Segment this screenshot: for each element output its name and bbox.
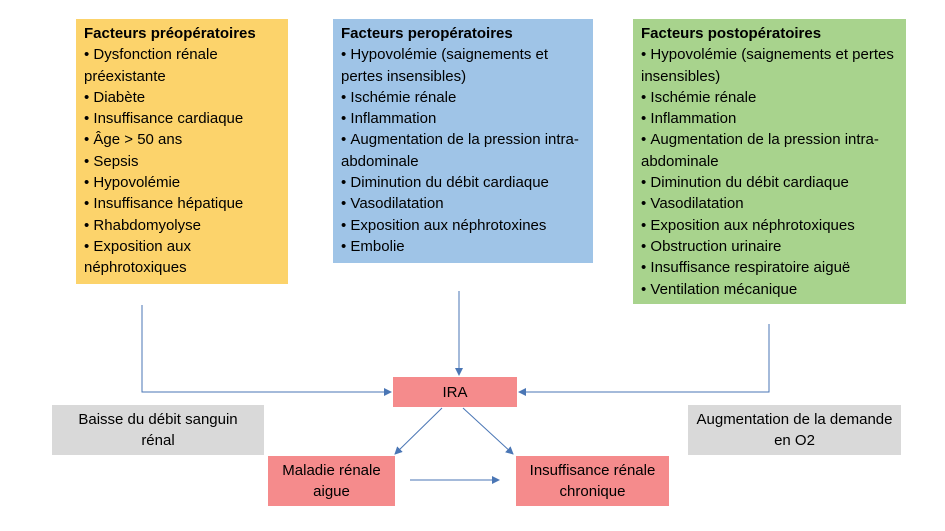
list-item: Diabète	[84, 87, 280, 108]
acute-kidney-disease-node: Maladie rénale aigue	[268, 456, 395, 506]
postop-title: Facteurs postopératoires	[641, 25, 822, 42]
list-item: Exposition aux néphrotoxiques	[641, 215, 898, 236]
list-item: Ischémie rénale	[341, 87, 585, 108]
list-item: Vasodilatation	[641, 193, 898, 214]
list-item: Augmentation de la pression intra-abdomi…	[641, 129, 898, 172]
renal-blood-flow-box: Baisse du débit sanguin rénal	[52, 405, 264, 455]
oxygen-demand-box: Augmentation de la demande en O2	[688, 405, 901, 455]
arrow-ira-to-mra	[394, 407, 443, 455]
list-item: Ventilation mécanique	[641, 279, 898, 300]
perop-list: Hypovolémie (saignements et pertes insen…	[341, 44, 585, 257]
list-item: Inflammation	[341, 108, 585, 129]
arrow-postop-to-ira	[518, 324, 770, 396]
arrow-preop-to-ira	[141, 305, 392, 396]
list-item: Exposition aux néphrotoxiques	[84, 236, 280, 279]
arrow-ira-to-irc	[462, 407, 514, 455]
list-item: Insuffisance hépatique	[84, 193, 280, 214]
preop-list: Dysfonction rénale préexistante Diabète …	[84, 44, 280, 278]
list-item: Exposition aux néphrotoxines	[341, 215, 585, 236]
list-item: Sepsis	[84, 151, 280, 172]
list-item: Insuffisance respiratoire aiguë	[641, 257, 898, 278]
list-item: Vasodilatation	[341, 193, 585, 214]
list-item: Diminution du débit cardiaque	[341, 172, 585, 193]
chronic-kidney-failure-node: Insuffisance rénale chronique	[516, 456, 669, 506]
ira-node: IRA	[393, 377, 517, 407]
postop-list: Hypovolémie (saignements et pertes insen…	[641, 44, 898, 300]
perop-title: Facteurs peropératoires	[341, 25, 513, 42]
list-item: Hypovolémie (saignements et pertes insen…	[641, 44, 898, 87]
list-item: Augmentation de la pression intra-abdomi…	[341, 129, 585, 172]
list-item: Inflammation	[641, 108, 898, 129]
list-item: Rhabdomyolyse	[84, 215, 280, 236]
list-item: Hypovolémie (saignements et pertes insen…	[341, 44, 585, 87]
list-item: Insuffisance cardiaque	[84, 108, 280, 129]
list-item: Embolie	[341, 236, 585, 257]
list-item: Obstruction urinaire	[641, 236, 898, 257]
list-item: Diminution du débit cardiaque	[641, 172, 898, 193]
perop-factors-box: Facteurs peropératoires Hypovolémie (sai…	[333, 19, 593, 263]
list-item: Ischémie rénale	[641, 87, 898, 108]
preop-title: Facteurs préopératoires	[84, 25, 256, 42]
list-item: Dysfonction rénale préexistante	[84, 44, 280, 87]
preop-factors-box: Facteurs préopératoires Dysfonction réna…	[76, 19, 288, 284]
postop-factors-box: Facteurs postopératoires Hypovolémie (sa…	[633, 19, 906, 304]
list-item: Hypovolémie	[84, 172, 280, 193]
list-item: Âge > 50 ans	[84, 129, 280, 150]
